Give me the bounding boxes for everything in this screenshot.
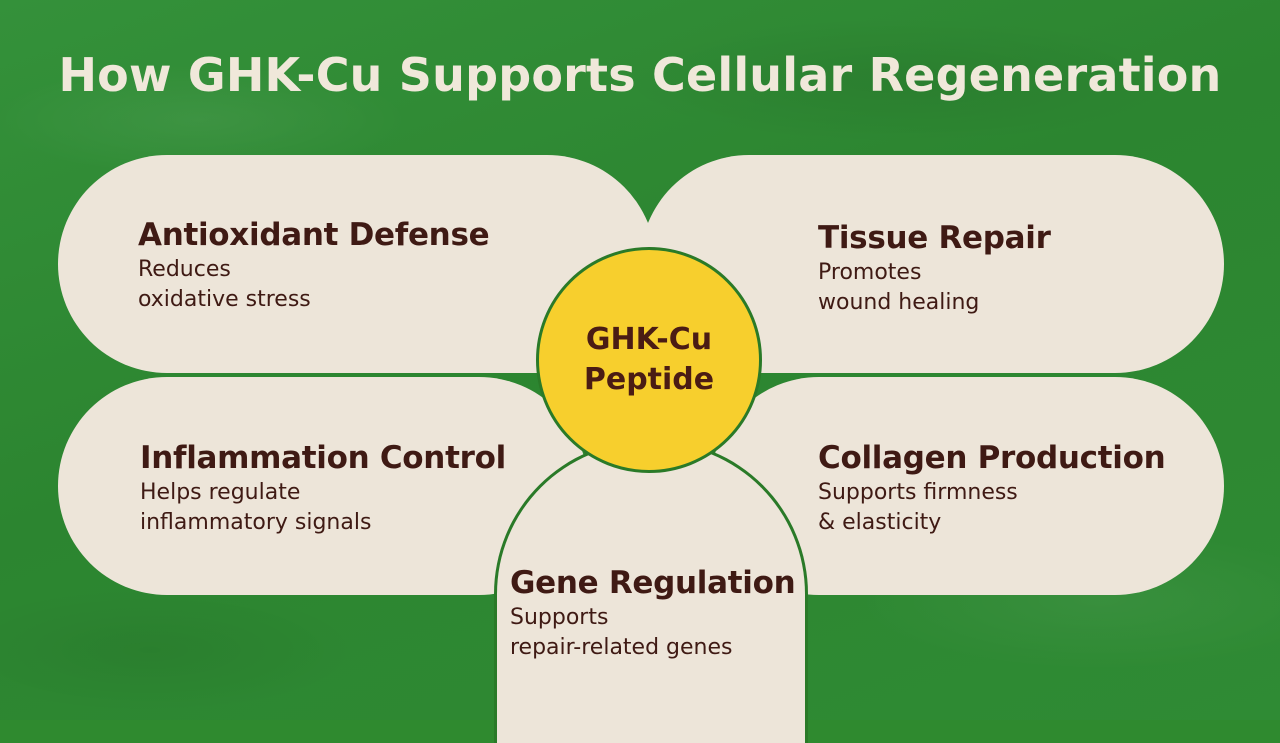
tissue-repair-description: Promotes wound healing <box>818 260 980 315</box>
antioxidant-defense-heading: Antioxidant Defense <box>138 217 490 253</box>
inflammation-control-heading: Inflammation Control <box>140 440 506 476</box>
gene-regulation-heading: Gene Regulation <box>510 565 796 601</box>
antioxidant-defense-text: Antioxidant Defense Reduces oxidative st… <box>138 215 490 315</box>
gene-regulation-description: Supports repair-related genes <box>510 605 733 660</box>
center-hub: GHK-Cu Peptide <box>536 247 762 473</box>
collagen-production-description: Supports firmness & elasticity <box>818 480 1018 535</box>
hub-label-line2: Peptide <box>583 362 715 397</box>
hub-label: GHK-Cu Peptide <box>569 320 729 400</box>
collagen-production-text: Collagen Production Supports firmness & … <box>818 438 1166 538</box>
inflammation-control-text: Inflammation Control Helps regulate infl… <box>140 438 506 538</box>
tissue-repair-text: Tissue Repair Promotes wound healing <box>818 218 1051 318</box>
collagen-production-heading: Collagen Production <box>818 440 1166 476</box>
inflammation-control-description: Helps regulate inflammatory signals <box>140 480 372 535</box>
gene-regulation-text: Gene Regulation Supports repair-related … <box>510 563 796 663</box>
tissue-repair-heading: Tissue Repair <box>818 220 1051 256</box>
page-title: How GHK-Cu Supports Cellular Regeneratio… <box>58 48 1222 102</box>
hub-label-line1: GHK-Cu <box>585 322 713 357</box>
antioxidant-defense-description: Reduces oxidative stress <box>138 257 311 312</box>
